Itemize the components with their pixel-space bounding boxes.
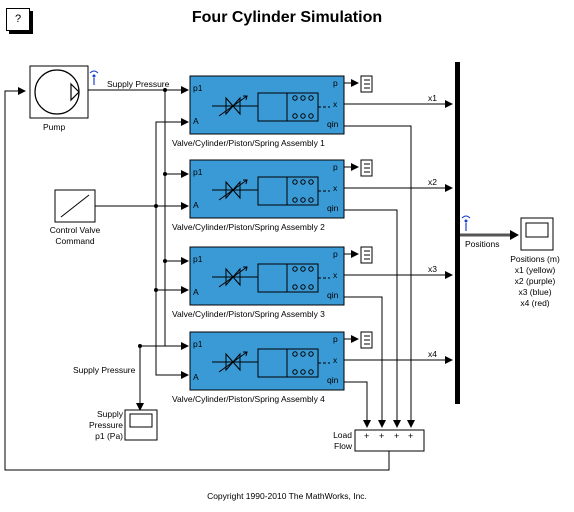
assembly-port-p1: p1 (193, 83, 203, 93)
assembly-name-1: Valve/Cylinder/Piston/Spring Assembly 1 (172, 138, 325, 148)
load-flow-line2: Flow (334, 441, 352, 451)
supply-scope-label: Supply Pressure p1 (Pa) (83, 409, 123, 442)
control-label-line2: Command (55, 236, 95, 246)
x-output-wire-1: x1 (344, 93, 453, 108)
load-flow-plus-3: + (394, 431, 399, 441)
supply-scope-line2: Pressure (88, 420, 123, 430)
load-flow-plus-4: + (408, 431, 413, 441)
qin-wire-1 (344, 125, 415, 428)
qin-wire-4 (344, 381, 371, 428)
valve-symbol-icon (212, 266, 258, 288)
positions-scope-block[interactable] (520, 217, 554, 251)
valve-symbol-icon (212, 351, 258, 373)
cylinder-symbol-icon (257, 348, 330, 378)
qin-wire-2 (344, 209, 401, 428)
x-output-wire-4: x4 (344, 349, 453, 364)
assembly-name-2: Valve/Cylinder/Piston/Spring Assembly 2 (172, 222, 325, 232)
assembly-port-qin: qin (327, 290, 339, 300)
supply-scope-line1: Supply (97, 409, 123, 419)
x-output-label: x1 (428, 93, 437, 103)
load-flow-label: Load Flow (318, 430, 352, 452)
control-label-line1: Control Valve (49, 225, 101, 235)
load-flow-block[interactable] (354, 429, 425, 452)
control-valve-command-block[interactable] (54, 189, 96, 223)
cylinder-symbol-icon (257, 263, 330, 293)
diagram-title: Four Cylinder Simulation (191, 9, 383, 26)
x-output-label: x2 (428, 177, 437, 187)
valve-symbol-icon (212, 95, 258, 117)
pressure-terminator-4 (344, 331, 373, 349)
positions-line4: x3 (blue) (518, 287, 552, 297)
positions-line3: x2 (purple) (514, 276, 556, 286)
assembly-port-qin: qin (327, 119, 339, 129)
assembly-port-x: x (333, 183, 338, 193)
positions-wire (460, 230, 519, 240)
x-output-label: x4 (428, 349, 437, 359)
load-flow-line1: Load (333, 430, 352, 440)
assembly-port-p: p (333, 78, 338, 88)
pump-label: Pump (43, 122, 66, 132)
positions-line1: Positions (m) (510, 254, 560, 264)
x-output-label: x3 (428, 264, 437, 274)
load-flow-plus-2: + (379, 431, 384, 441)
load-flow-plus-1: + (364, 431, 369, 441)
assembly-port-p: p (333, 334, 338, 344)
assembly-port-qin: qin (327, 203, 339, 213)
assembly-port-p: p (333, 162, 338, 172)
assembly-port-p: p (333, 249, 338, 259)
assembly-port-a: A (193, 287, 199, 297)
pump-block[interactable] (29, 65, 89, 119)
assembly-port-p1: p1 (193, 254, 203, 264)
assembly-port-p1: p1 (193, 339, 203, 349)
assembly-port-x: x (333, 270, 338, 280)
positions-line2: x1 (yellow) (514, 265, 556, 275)
x-output-wire-3: x3 (344, 264, 453, 279)
assembly-port-x: x (333, 355, 338, 365)
qin-wire-3 (344, 296, 386, 428)
assembly-port-p1: p1 (193, 167, 203, 177)
assembly-port-a: A (193, 200, 199, 210)
positions-signal-label: Positions (465, 239, 500, 249)
assembly-name-4: Valve/Cylinder/Piston/Spring Assembly 4 (172, 394, 325, 404)
assembly-port-qin: qin (327, 375, 339, 385)
pump-signal-marker-icon (89, 70, 99, 85)
positions-line5: x4 (red) (520, 298, 550, 308)
assembly-port-a: A (193, 116, 199, 126)
pressure-terminator-2 (344, 159, 373, 177)
cylinder-symbol-icon (257, 92, 330, 122)
assembly-port-a: A (193, 372, 199, 382)
feedback-wire (4, 87, 390, 471)
control-valve-command-label: Control Valve Command (34, 225, 116, 247)
assembly-port-x: x (333, 99, 338, 109)
control-wires (95, 118, 189, 379)
supply-pressure-branch-label: Supply Pressure (73, 365, 136, 375)
supply-pressure-scope-block[interactable] (124, 409, 158, 441)
junction-dots (138, 88, 167, 348)
x-output-wire-2: x2 (344, 177, 453, 192)
cylinder-symbol-icon (257, 176, 330, 206)
copyright-text: Copyright 1990-2010 The MathWorks, Inc. (207, 491, 367, 501)
positions-scope-label: Positions (m) x1 (yellow) x2 (purple) x3… (496, 254, 574, 309)
supply-scope-line3: p1 (Pa) (95, 431, 123, 441)
pressure-terminator-3 (344, 246, 373, 264)
help-button[interactable]: ? (6, 8, 30, 31)
assembly-name-3: Valve/Cylinder/Piston/Spring Assembly 3 (172, 309, 325, 319)
valve-symbol-icon (212, 179, 258, 201)
positions-signal-marker-icon (461, 215, 471, 231)
output-bus (455, 62, 460, 404)
supply-pressure-signal-label: Supply Pressure (107, 79, 170, 89)
pressure-terminator-1 (344, 75, 373, 93)
